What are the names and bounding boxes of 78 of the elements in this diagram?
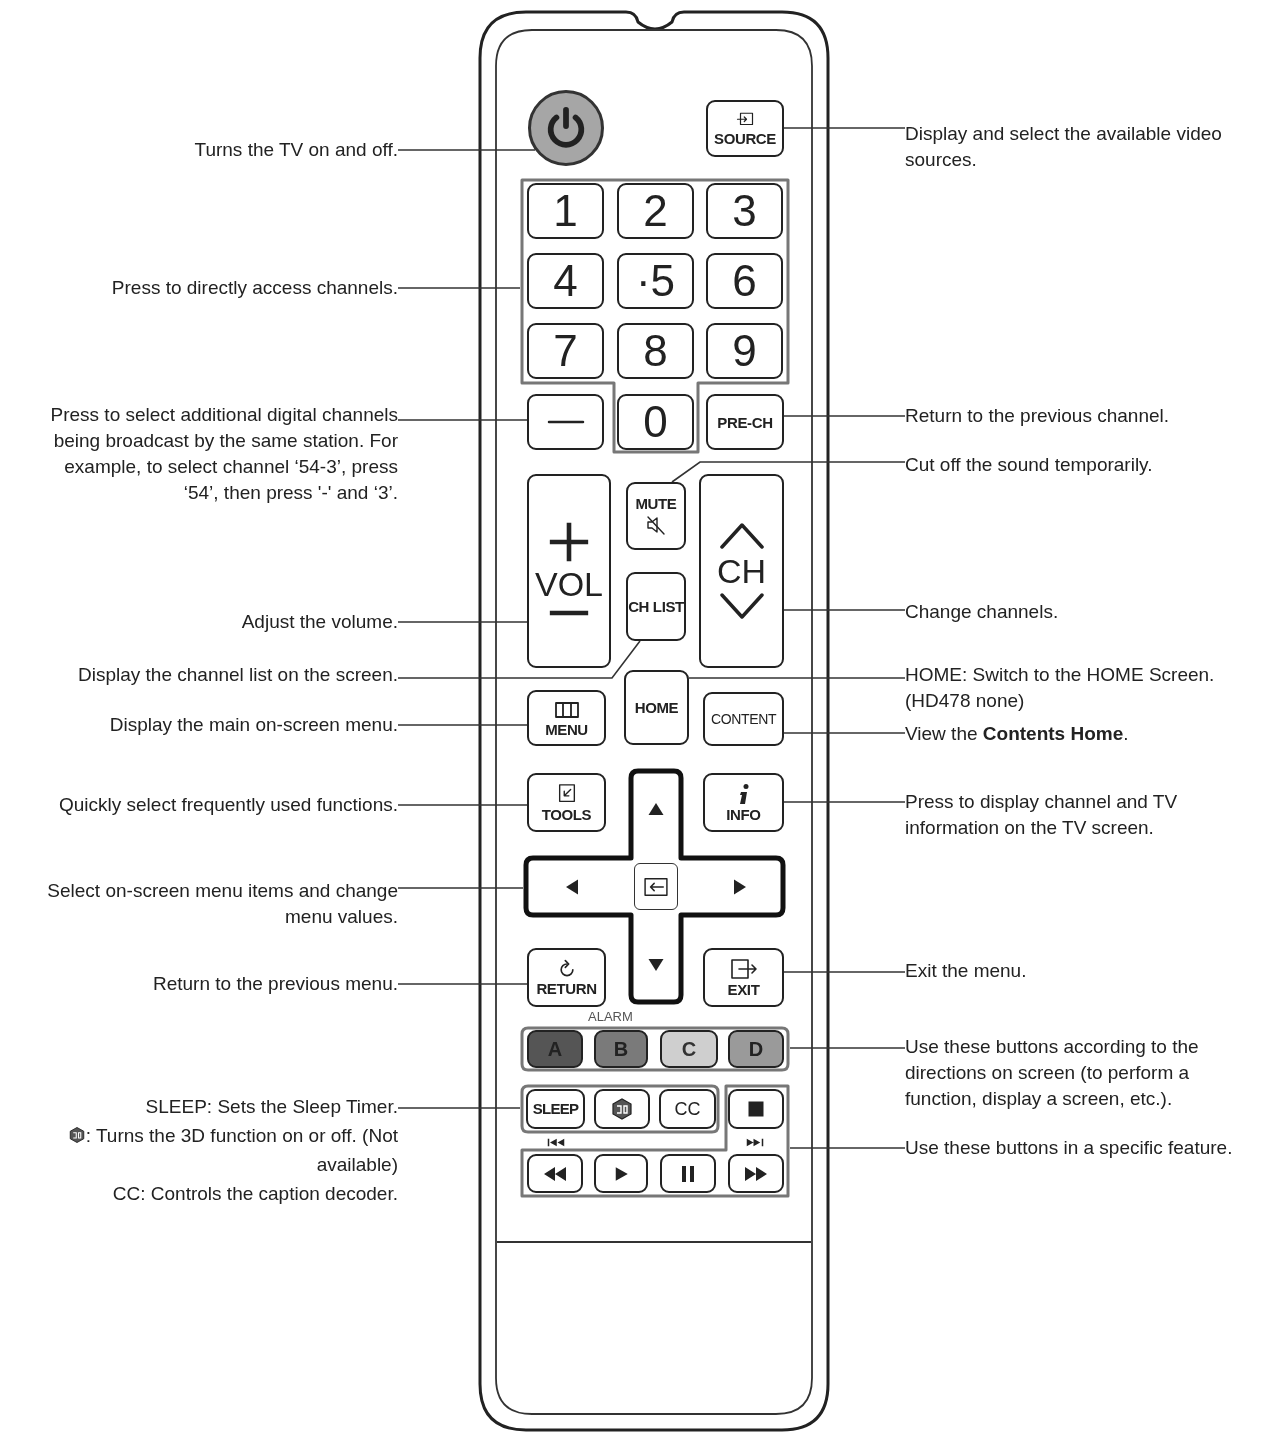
number-button: 9 bbox=[706, 323, 783, 379]
caption-button: CC bbox=[659, 1089, 716, 1129]
callout-text: View the Contents Home. bbox=[905, 723, 1129, 744]
callout-text: : Turns the 3D function on or off. (Not available) bbox=[85, 1125, 398, 1175]
number-button: 1 bbox=[527, 183, 604, 239]
return-button: RETURN bbox=[527, 948, 606, 1007]
pause-button bbox=[660, 1154, 716, 1193]
color-button: D bbox=[728, 1030, 784, 1068]
callout-text: Turns the TV on and off. bbox=[194, 139, 398, 160]
button-caption: ALARM bbox=[588, 1010, 633, 1024]
pre-channel-button: PRE-CH bbox=[706, 394, 784, 450]
callout-text: Quickly select frequently used functions. bbox=[59, 794, 398, 815]
callout-text: Display the channel list on the screen. bbox=[78, 664, 398, 685]
home-button: HOME bbox=[624, 670, 689, 745]
callout-text: Press to display channel and TV information on the TV screen. bbox=[905, 791, 1178, 838]
dash-button bbox=[527, 394, 604, 450]
callout-text: Return to the previous channel. bbox=[905, 405, 1170, 426]
leader-line bbox=[783, 127, 906, 129]
channel-rocker: CH bbox=[699, 474, 784, 668]
callout-text: Display and select the available video sources. bbox=[905, 123, 1222, 170]
leader-line bbox=[789, 1147, 906, 1149]
callout-text: Exit the menu. bbox=[905, 960, 1027, 981]
color-button: B bbox=[594, 1030, 648, 1068]
leader-line bbox=[397, 149, 536, 151]
number-button: 2 bbox=[617, 183, 694, 239]
leader-line bbox=[783, 732, 906, 734]
number-button: ·5 bbox=[617, 253, 694, 309]
leader-line bbox=[397, 724, 528, 726]
callout-text: Adjust the volume. bbox=[241, 611, 398, 632]
callout-text: Select on-screen menu items and change menu values. bbox=[47, 880, 398, 927]
rewind-button bbox=[527, 1154, 583, 1193]
leader-line bbox=[397, 419, 528, 421]
number-button: 4 bbox=[527, 253, 604, 309]
tools-button: TOOLS bbox=[527, 773, 606, 832]
leader-line bbox=[789, 1047, 906, 1049]
exit-button: EXIT bbox=[703, 948, 784, 1007]
channel-list-button: CH LIST bbox=[626, 572, 686, 641]
mute-button: MUTE bbox=[626, 482, 686, 550]
leader-line bbox=[397, 621, 528, 623]
callout-text: Return to the previous menu. bbox=[152, 973, 398, 994]
menu-button: MENU bbox=[527, 690, 606, 746]
leader-line bbox=[397, 1107, 521, 1109]
stop-button bbox=[728, 1089, 784, 1129]
leader-line bbox=[688, 677, 906, 679]
volume-rocker: VOL bbox=[527, 474, 611, 668]
fast-forward-button bbox=[728, 1154, 784, 1193]
info-button: INFO bbox=[703, 773, 784, 832]
leader-line bbox=[783, 415, 906, 417]
source-button: SOURCE bbox=[706, 100, 784, 157]
callout-text: Display the main on-screen menu. bbox=[109, 714, 398, 735]
leader-line bbox=[671, 461, 906, 483]
leader-line bbox=[397, 640, 641, 679]
play-button bbox=[594, 1154, 648, 1193]
number-button: 8 bbox=[617, 323, 694, 379]
callout-text: Press to directly access channels. bbox=[111, 277, 398, 298]
number-button: 7 bbox=[527, 323, 604, 379]
number-button: 3 bbox=[706, 183, 783, 239]
leader-line bbox=[783, 801, 906, 803]
callout-text: Change channels. bbox=[905, 601, 1059, 622]
callout-text: HOME: Switch to the HOME Screen. (HD478 none) bbox=[905, 664, 1215, 711]
leader-line bbox=[397, 287, 521, 289]
number-button: 0 bbox=[617, 394, 694, 450]
callout-text: Cut off the sound temporarily. bbox=[905, 454, 1153, 475]
color-button: C bbox=[660, 1030, 718, 1068]
leader-line bbox=[397, 887, 524, 889]
number-button: 6 bbox=[706, 253, 783, 309]
callout-text: Use these buttons according to the directions on screen (to perform a function, display a screen, etc.). bbox=[905, 1036, 1199, 1109]
callout-text: Press to select additional digital channels being broadcast by the same station. For example, to select channel ‘54-3’, press ‘54’, then press '-' and ‘3’. bbox=[50, 404, 398, 503]
leader-line bbox=[783, 971, 906, 973]
sleep-button: SLEEP bbox=[526, 1089, 585, 1129]
callout-text: CC: Controls the caption decoder. bbox=[112, 1183, 398, 1204]
leader-line bbox=[397, 804, 528, 806]
leader-line bbox=[783, 609, 906, 611]
callout-text: SLEEP: Sets the Sleep Timer. bbox=[145, 1096, 398, 1117]
leader-line bbox=[397, 983, 528, 985]
callout-text: Use these buttons in a specific feature. bbox=[905, 1137, 1233, 1158]
content-button: CONTENT bbox=[703, 692, 784, 746]
3d-button bbox=[594, 1089, 650, 1129]
